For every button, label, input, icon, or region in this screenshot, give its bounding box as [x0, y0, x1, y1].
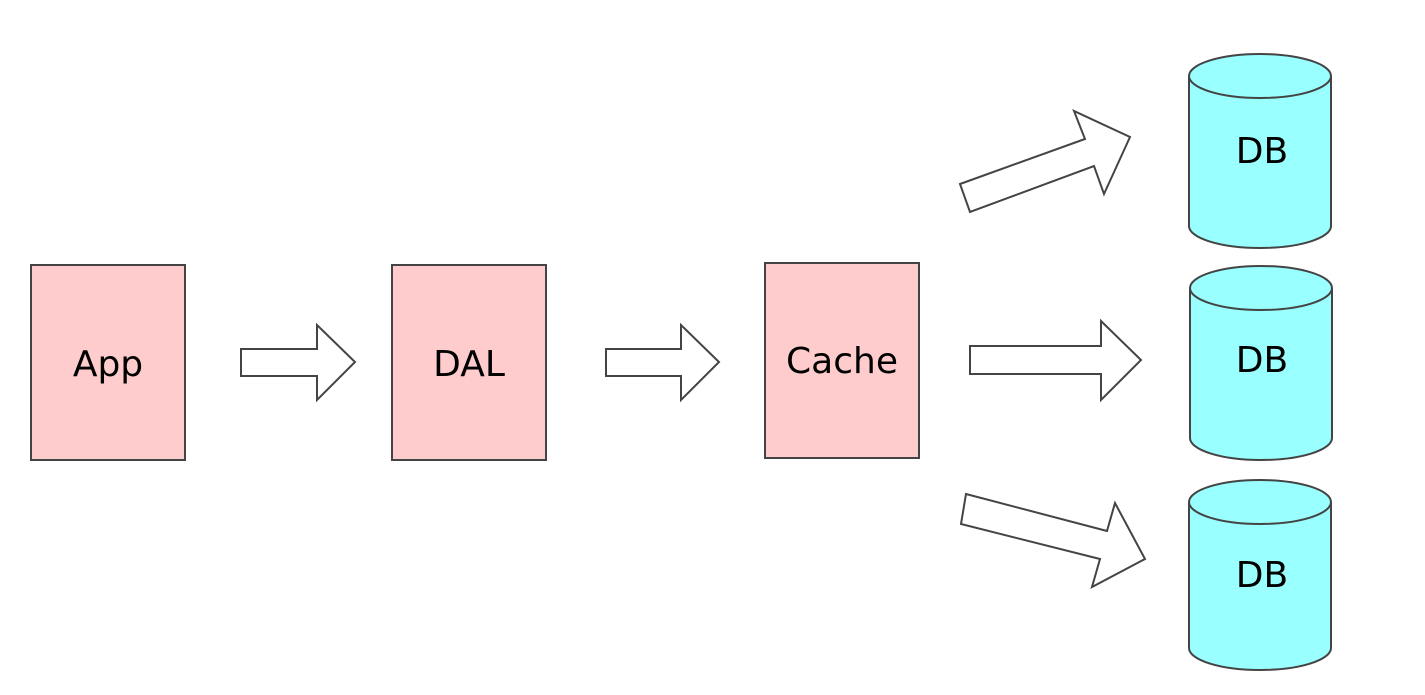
arrow-cache-to-db-middle: [969, 318, 1143, 403]
database-middle-label: DB: [1236, 340, 1288, 381]
database-top-cap: [1188, 53, 1332, 99]
database-top: DB: [1188, 53, 1332, 249]
cache-box-shape: [764, 262, 920, 459]
database-top-body: [1188, 76, 1332, 249]
arrow-cache-to-db-bottom: [959, 492, 1147, 589]
database-bottom-body: [1188, 502, 1332, 671]
app-box: App: [30, 264, 186, 461]
database-middle: DB: [1189, 265, 1333, 461]
app-box-shape: [30, 264, 186, 461]
database-bottom-cap: [1188, 479, 1332, 525]
database-bottom-label: DB: [1236, 555, 1288, 596]
database-top-label: DB: [1236, 131, 1288, 172]
arrow-cache-to-db-top: [958, 109, 1132, 214]
database-middle-body: [1189, 288, 1333, 461]
database-bottom: DB: [1188, 479, 1332, 671]
app-label: App: [73, 344, 143, 385]
dal-box-shape: [391, 264, 547, 461]
cache-box: Cache: [764, 262, 920, 459]
cache-label: Cache: [786, 341, 898, 382]
dal-box: DAL: [391, 264, 547, 461]
database-middle-cap: [1189, 265, 1333, 311]
arrow-dal-to-cache: [605, 322, 721, 403]
arrow-app-to-dal: [240, 322, 357, 403]
dal-label: DAL: [433, 344, 505, 385]
